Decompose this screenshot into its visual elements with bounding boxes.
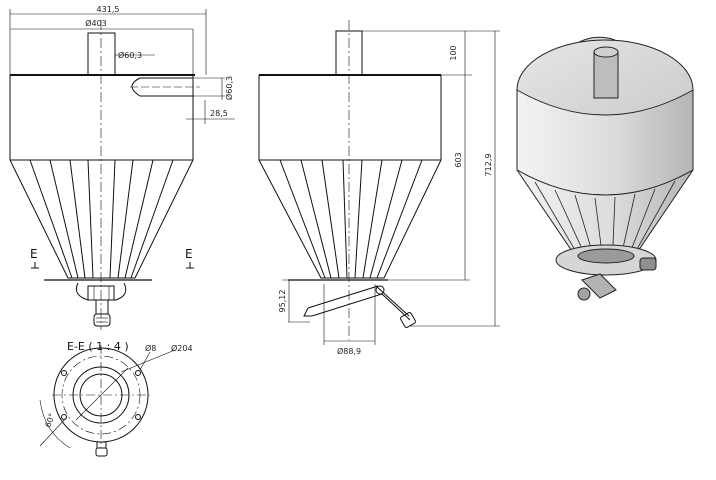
side-view-labels: 100 603 712,9 95,12 Ø88,9	[278, 45, 493, 356]
front-view-labels: 431,5 Ø403 Ø60,3 Ø60,3 28,5 E E	[30, 5, 234, 261]
front-view	[9, 9, 235, 330]
dim-angle: 60°	[43, 412, 56, 428]
section-marker-left: E	[30, 247, 38, 261]
section-title: E-E ( 1 : 4 )	[67, 340, 129, 353]
section-marker-right: E	[185, 247, 193, 261]
section-view-labels: E-E ( 1 : 4 ) Ø8 Ø204 60°	[43, 340, 192, 429]
dim-overall-width: 431,5	[97, 5, 120, 14]
dim-outlet-diameter: Ø60,3	[118, 50, 142, 60]
dim-flange-drop: 95,12	[278, 290, 287, 313]
dim-body-height: 603	[454, 152, 463, 167]
dim-body-diameter: Ø403	[85, 18, 107, 28]
dim-hole-diameter: Ø8	[145, 343, 156, 353]
section-view	[39, 345, 176, 457]
dim-bottom-diameter: Ø88,9	[337, 346, 361, 356]
dim-inlet-offset: 28,5	[210, 109, 228, 118]
dim-total-height: 712,9	[484, 154, 493, 177]
side-view	[258, 20, 500, 345]
dim-top-pipe-height: 100	[449, 45, 458, 60]
iso-view	[516, 36, 694, 301]
dim-bolt-circle: Ø204	[171, 343, 193, 353]
dim-inlet-diameter: Ø60,3	[224, 76, 234, 100]
